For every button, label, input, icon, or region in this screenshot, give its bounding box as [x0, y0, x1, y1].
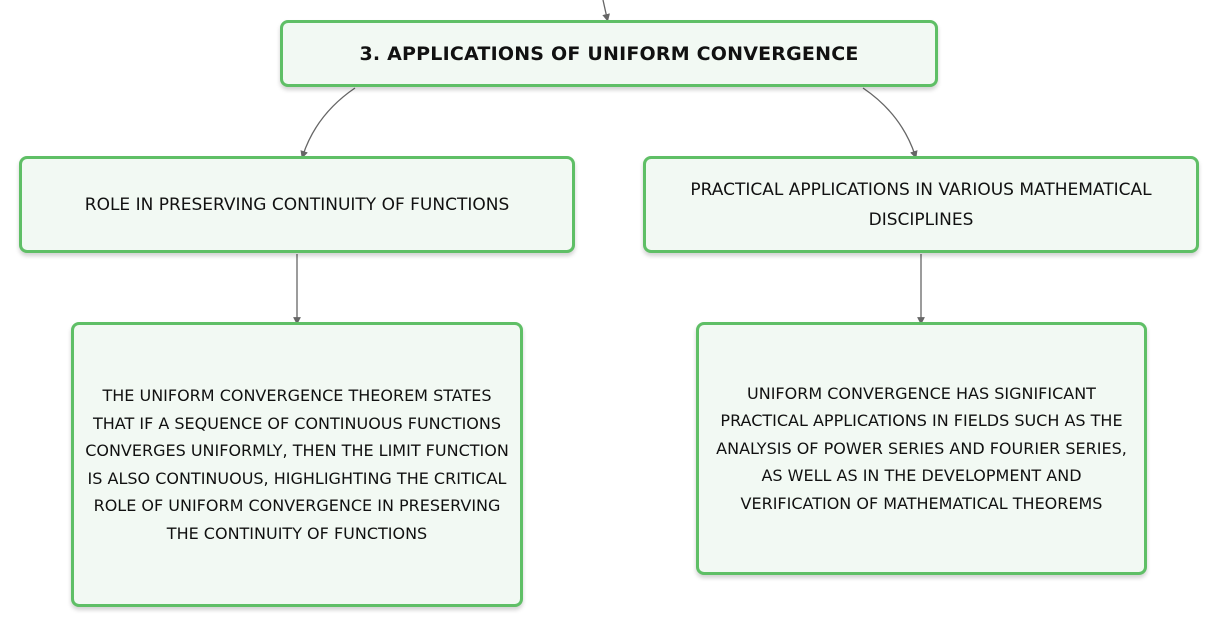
detail-text-continuity: THE UNIFORM CONVERGENCE THEOREM STATES T… — [85, 386, 509, 543]
subtopic-label-continuity: ROLE IN PRESERVING CONTINUITY OF FUNCTIO… — [84, 194, 510, 215]
root-topic-node[interactable]: 3. APPLICATIONS OF UNIFORM CONVERGENCE — [280, 20, 938, 87]
subtopic-node-applications[interactable]: PRACTICAL APPLICATIONS IN VARIOUS MATHEM… — [643, 156, 1199, 253]
subtopic-label-applications: PRACTICAL APPLICATIONS IN VARIOUS MATHEM… — [690, 179, 1152, 230]
detail-node-continuity[interactable]: THE UNIFORM CONVERGENCE THEOREM STATES T… — [71, 322, 523, 607]
connector-root-to-right — [862, 87, 918, 159]
detail-node-applications[interactable]: UNIFORM CONVERGENCE HAS SIGNIFICANT PRAC… — [696, 322, 1147, 575]
connector-incoming-root — [602, 0, 610, 22]
detail-text-applications: UNIFORM CONVERGENCE HAS SIGNIFICANT PRAC… — [716, 383, 1127, 513]
connector-root-to-left — [300, 87, 356, 159]
subtopic-node-continuity[interactable]: ROLE IN PRESERVING CONTINUITY OF FUNCTIO… — [19, 156, 575, 253]
root-topic-label: 3. APPLICATIONS OF UNIFORM CONVERGENCE — [359, 42, 859, 65]
